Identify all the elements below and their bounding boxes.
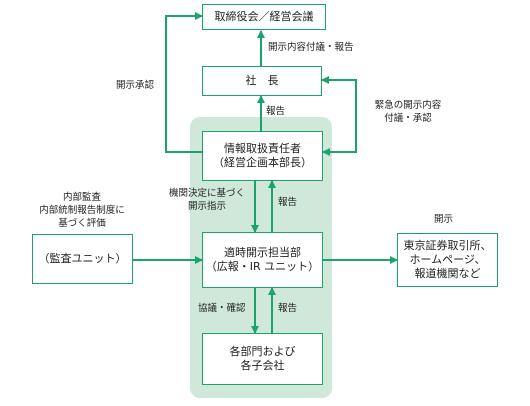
approval-arrow [165, 12, 203, 153]
report-disclosure-label: 報告 [278, 197, 298, 208]
board-box: 取締役会／経営会議 [202, 4, 326, 30]
report-departments-label: 報告 [278, 303, 298, 314]
president-box: 社 長 [202, 66, 322, 96]
audit-box: （監査ユニット） [32, 234, 133, 284]
consult-label: 協議・確認 [198, 303, 246, 314]
content-report-label: 開示内容付議・報告 [268, 42, 354, 53]
departments-box: 各部門および 各子会社 [202, 333, 323, 385]
disclosure-box: 適時開示担当部 （広報・IR ユニット） [202, 232, 323, 288]
external-box: 東京証券取引所、 ホームページ、 報道機関など [397, 233, 498, 287]
emergency-arrow-to-president [321, 76, 357, 153]
disclose-label: 開示 [434, 214, 454, 225]
report-president-label: 報告 [266, 106, 286, 117]
approval-label: 開示承認 [116, 80, 155, 91]
audit-heading-label: 内部監査 内部統制報告制度に 基づく評価 [39, 192, 125, 229]
info-officer-box: 情報取扱責任者 （経営企画本部長） [202, 131, 323, 181]
emergency-label: 緊急の開示内容 付議・承認 [374, 100, 442, 124]
instruction-label: 機関決定に基づく 開示指示 [168, 188, 245, 212]
